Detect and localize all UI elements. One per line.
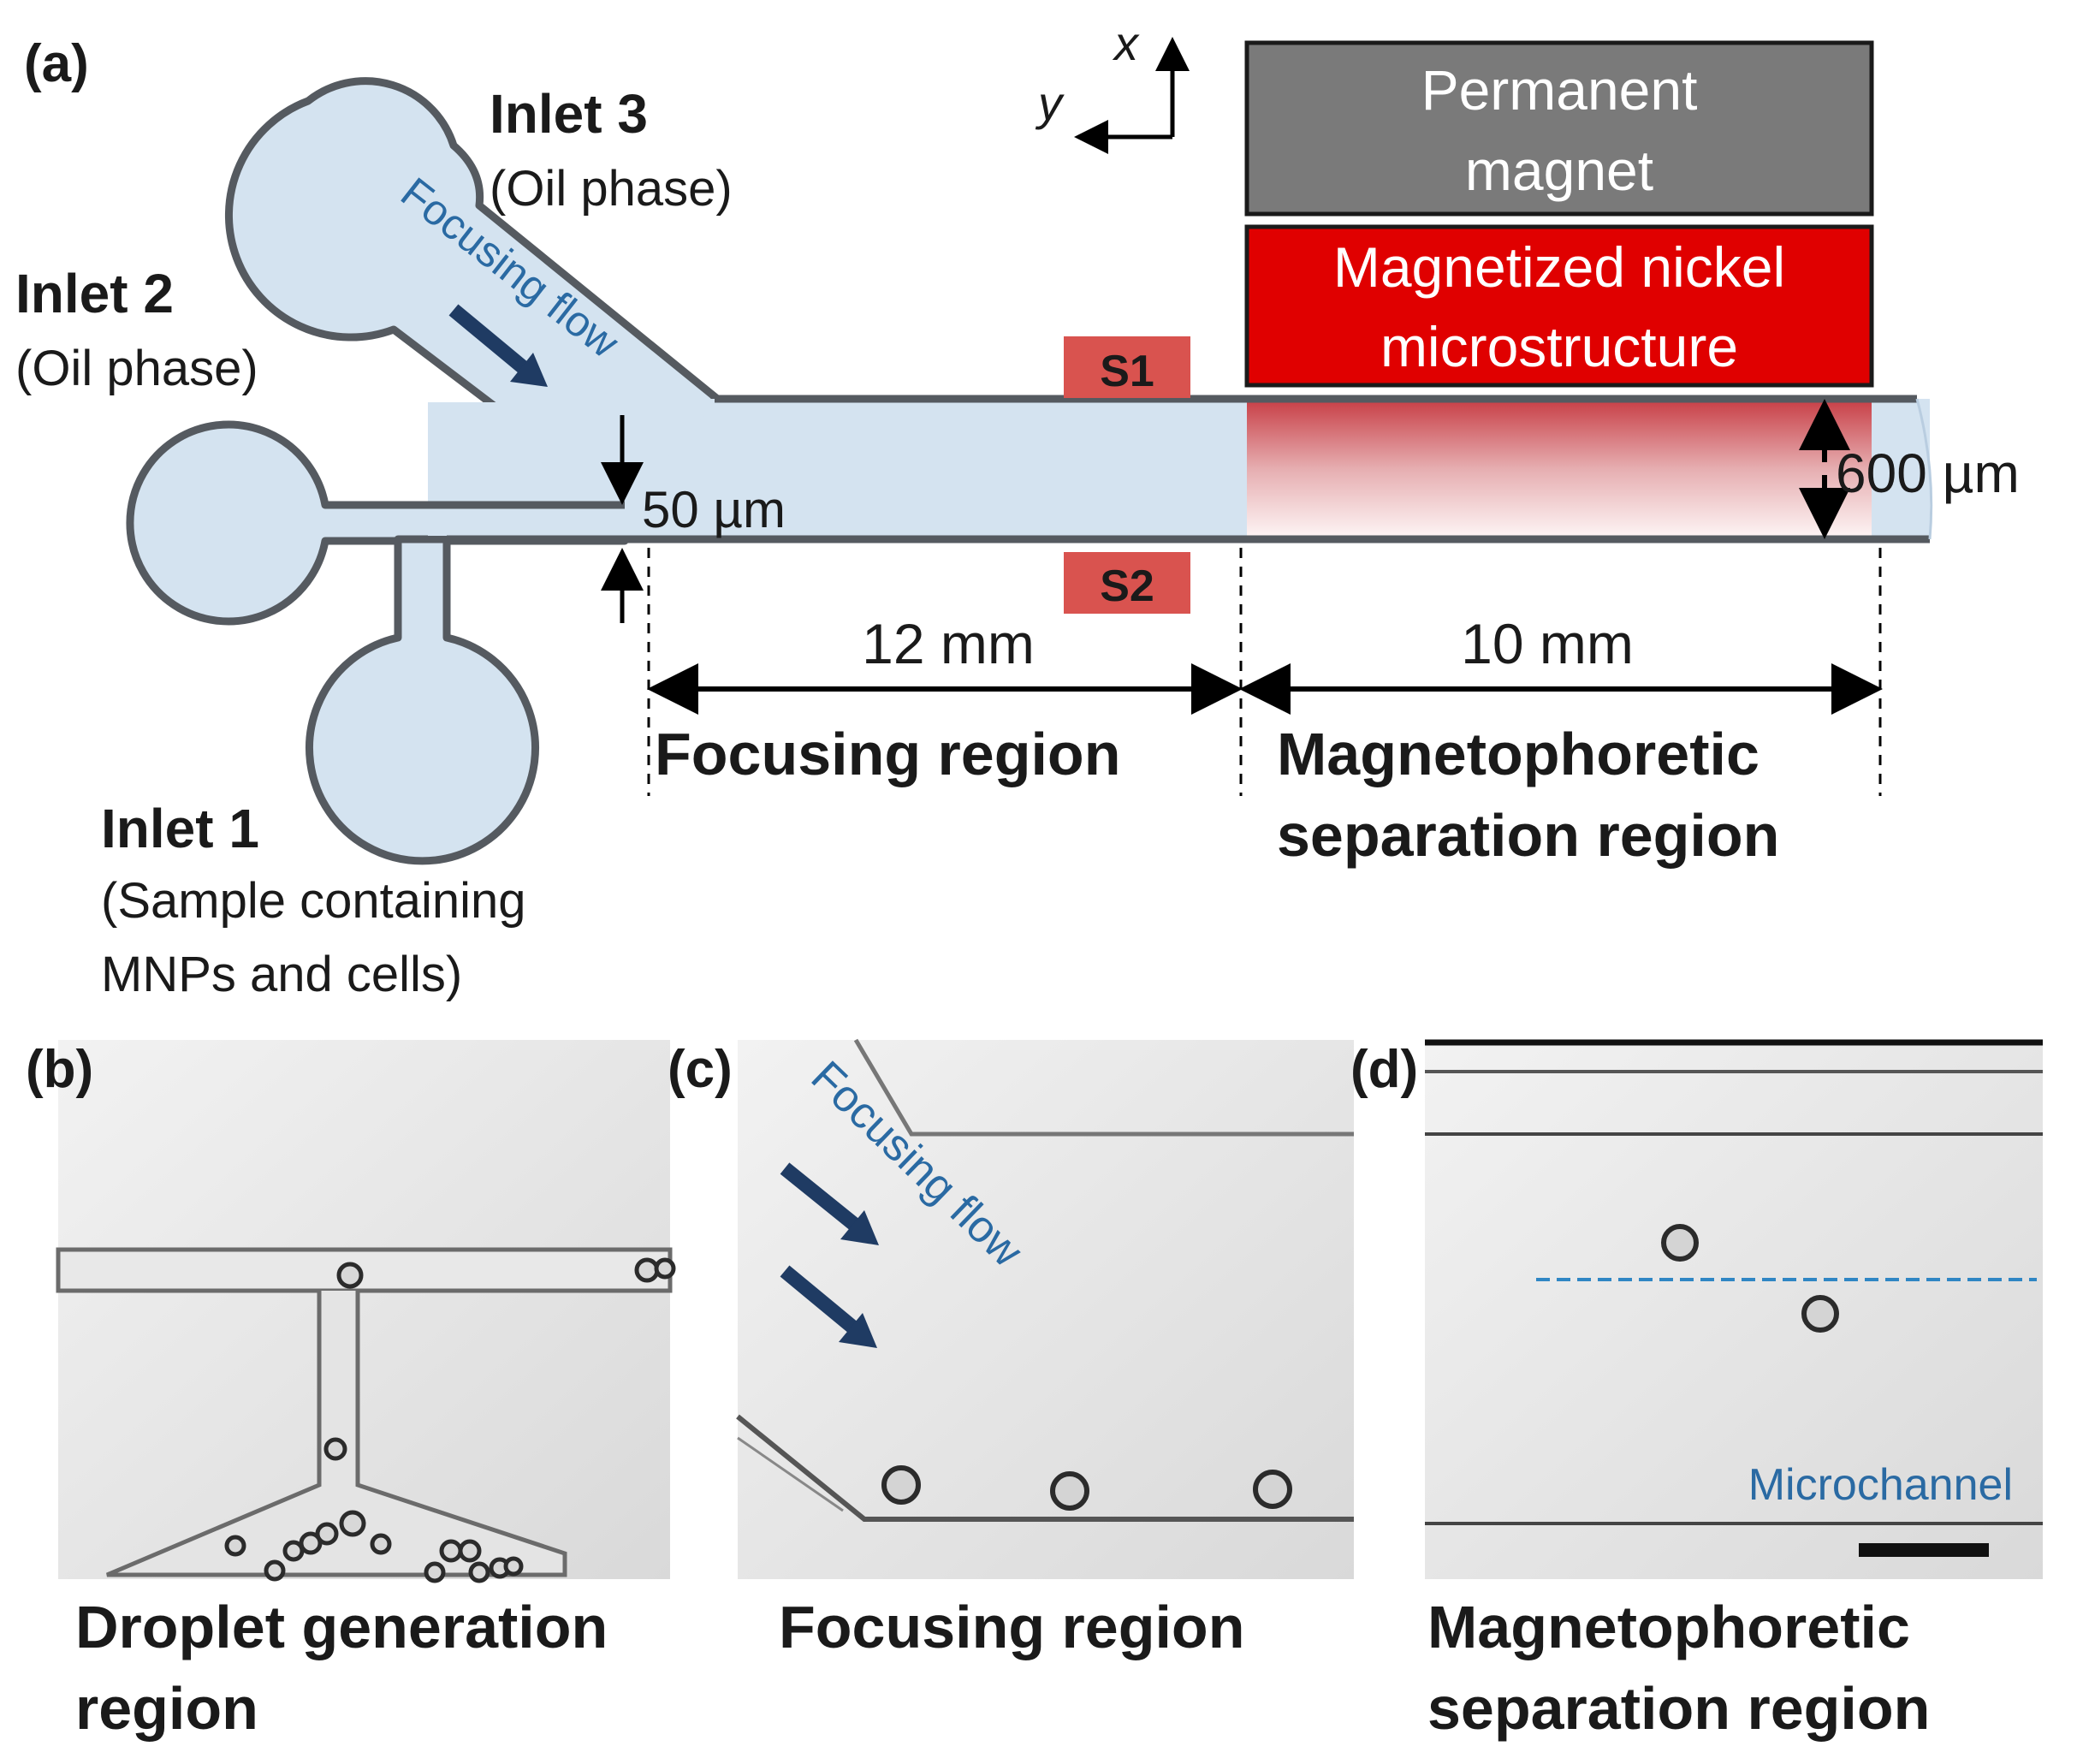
panel-b-caption2: region: [75, 1675, 258, 1742]
inlet1-sub2: MNPs and cells): [101, 947, 462, 1002]
region1-label: Focusing region: [655, 721, 1120, 787]
inlet2-channel: [126, 420, 629, 626]
width-label: 600 µm: [1836, 442, 2020, 504]
inlet2-title: Inlet 2: [15, 263, 174, 324]
channel-b-horizontal: [56, 1247, 673, 1293]
inlet3-channel: [224, 77, 721, 509]
magnet-line2: magnet: [1465, 139, 1653, 202]
droplets-c: [881, 1465, 1292, 1511]
inlet1-title: Inlet 1: [101, 798, 259, 859]
focusing-flow-arrow-c2: [780, 1265, 859, 1334]
focusing-flow-arrow-c1: [780, 1162, 861, 1232]
focusing-flow-arrowhead-c2: [839, 1313, 877, 1348]
channel-b-vertical: [106, 1291, 567, 1577]
channel-c-bottom-wall: [736, 1414, 1354, 1522]
inlet1-channel: [306, 535, 539, 865]
panel-c: Focusing flow (c) Focusing region: [668, 1038, 1354, 1660]
inlet3-sub: (Oil phase): [490, 161, 733, 217]
gap-label: 50 µm: [642, 481, 786, 538]
y-axis-label: y: [1035, 76, 1065, 130]
sensor-s2-label: S2: [1100, 561, 1154, 611]
inlet1-sub1: (Sample containing: [101, 873, 526, 929]
len1-label: 12 mm: [862, 612, 1035, 675]
scale-bar: [1859, 1543, 1989, 1557]
droplet-d1: [1661, 1224, 1699, 1262]
region2-line2: separation region: [1277, 802, 1779, 869]
panel-b: (b) Droplet generation region: [26, 1040, 676, 1742]
panel-a: (a) Focusing flow Inlet 3 (Oil phase) In…: [15, 16, 2020, 1002]
panel-d-caption2: separation region: [1427, 1675, 1930, 1742]
panel-d-caption1: Magnetophoretic: [1427, 1594, 1910, 1660]
magnet-line1: Permanent: [1421, 58, 1698, 122]
panel-c-caption: Focusing region: [779, 1594, 1244, 1660]
focusing-flow-arrowhead-c1: [840, 1210, 879, 1245]
sensor-s1-label: S1: [1100, 347, 1154, 396]
sensor-s2: [1064, 552, 1190, 614]
panel-d: Microchannel (d) Magnetophoretic separat…: [1350, 1039, 2043, 1742]
len2-label: 10 mm: [1461, 612, 1634, 675]
panel-c-label: (c): [668, 1040, 733, 1099]
focusing-flow-arrow-a: [448, 304, 529, 374]
microchannel-label: Microchannel: [1748, 1460, 2013, 1510]
panel-b-label: (b): [26, 1040, 93, 1099]
channel-c-top-wall: [853, 1038, 1354, 1137]
channel-outlet-edge: [1915, 398, 1933, 540]
sensor-s1: [1064, 336, 1190, 398]
droplets-b: [224, 1257, 676, 1583]
junction-fill: [428, 402, 716, 536]
nickel-microstructure: [1244, 224, 1874, 388]
panel-d-label: (d): [1350, 1040, 1418, 1099]
region2-line1: Magnetophoretic: [1277, 721, 1760, 787]
permanent-magnet: [1244, 40, 1874, 217]
separation-gradient: [1247, 402, 1872, 536]
focusing-flow-arrowhead-a: [510, 353, 548, 387]
x-axis-label: x: [1112, 16, 1140, 70]
channel-network: [126, 77, 1933, 865]
inlet2-sub: (Oil phase): [15, 341, 258, 396]
inlet3-title: Inlet 3: [490, 83, 648, 145]
panel-b-caption1: Droplet generation: [75, 1594, 608, 1660]
nickel-line1: Magnetized nickel: [1333, 235, 1785, 299]
droplet-d2: [1801, 1295, 1839, 1333]
channel-c-bottom-wall-inner: [737, 1436, 844, 1512]
micrograph-d: [1425, 1040, 2043, 1579]
panel-a-label: (a): [24, 34, 89, 93]
nickel-line2: microstructure: [1380, 315, 1738, 378]
